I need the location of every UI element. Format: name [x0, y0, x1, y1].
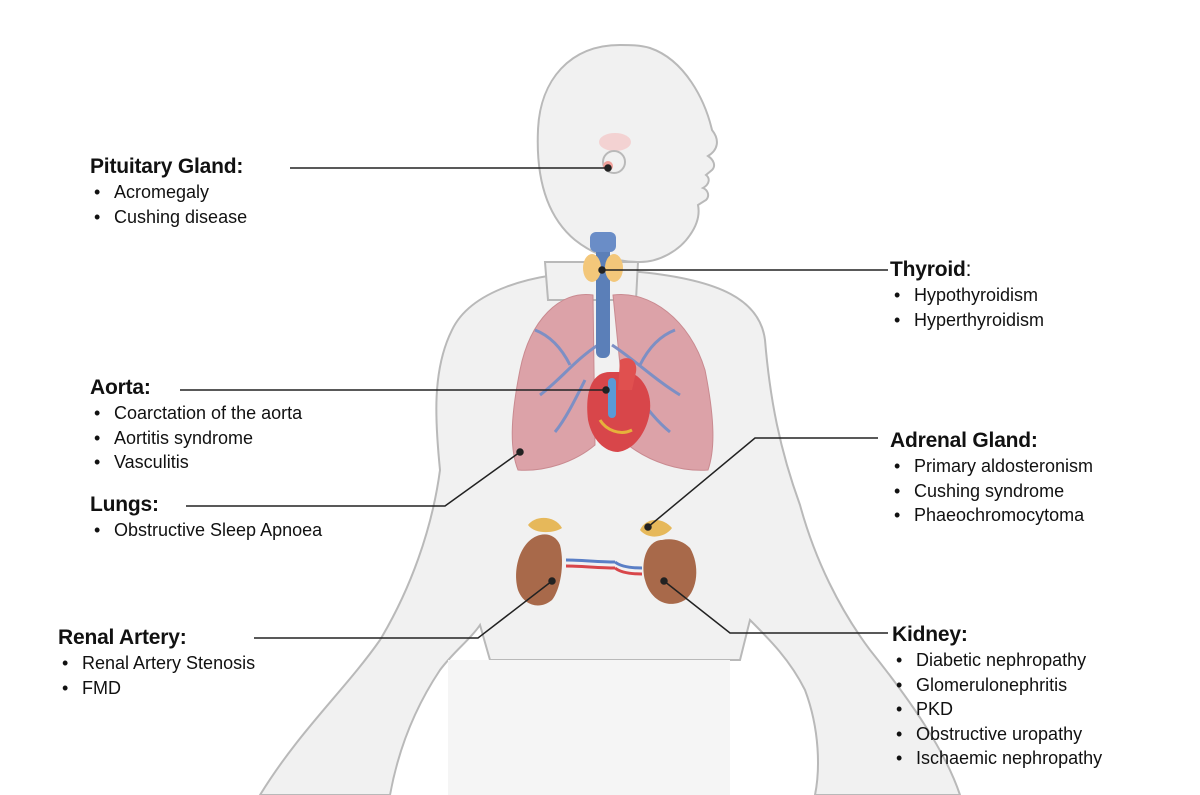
aorta-label: Aorta: Coarctation of the aorta Aortitis… [90, 375, 302, 475]
list-item: Vasculitis [90, 450, 302, 475]
aorta-list: Coarctation of the aorta Aortitis syndro… [90, 401, 302, 475]
leader-renal-artery [254, 580, 553, 639]
kidney-label: Kidney: Diabetic nephropathy Glomerulone… [892, 622, 1102, 771]
thyroid-label: Thyroid: Hypothyroidism Hyperthyroidism [890, 257, 1044, 332]
lungs-title: Lungs: [90, 493, 159, 516]
list-item: Hypothyroidism [890, 283, 1044, 308]
list-item: Obstructive uropathy [892, 722, 1102, 747]
list-item: Diabetic nephropathy [892, 648, 1102, 673]
renal-artery-list: Renal Artery Stenosis FMD [58, 651, 255, 700]
lungs-label: Lungs: Obstructive Sleep Apnoea [90, 492, 322, 543]
list-item: Coarctation of the aorta [90, 401, 302, 426]
pituitary-label: Pituitary Gland: Acromegaly Cushing dise… [90, 154, 247, 229]
list-item: Aortitis syndrome [90, 426, 302, 451]
list-item: Primary aldosteronism [890, 454, 1093, 479]
list-item: PKD [892, 697, 1102, 722]
kidneys-illustration [516, 517, 697, 606]
aorta-title: Aorta: [90, 376, 151, 399]
list-item: Renal Artery Stenosis [58, 651, 255, 676]
leader-renal-artery-dot [548, 577, 556, 585]
list-item: Obstructive Sleep Apnoea [90, 518, 322, 543]
leader-lines [180, 164, 888, 639]
renal-artery-label: Renal Artery: Renal Artery Stenosis FMD [58, 625, 255, 700]
thyroid-colon: : [965, 258, 972, 281]
leader-lungs [186, 451, 521, 507]
kidney-list: Diabetic nephropathy Glomerulonephritis … [892, 648, 1102, 771]
pituitary-title: Pituitary Gland: [90, 155, 244, 178]
kidney-title: Kidney: [892, 623, 968, 646]
pituitary-list: Acromegaly Cushing disease [90, 180, 247, 229]
leader-adrenal-dot [644, 523, 652, 531]
leader-kidney [663, 580, 888, 634]
lungs-list: Obstructive Sleep Apnoea [90, 518, 322, 543]
thyroid-title: Thyroid [890, 258, 966, 281]
adrenal-title: Adrenal Gland: [890, 429, 1038, 452]
thyroid-heading: Thyroid: [890, 257, 1044, 283]
thyroid-illustration [583, 254, 623, 282]
list-item: Hyperthyroidism [890, 308, 1044, 333]
leader-aorta-dot [602, 386, 610, 394]
list-item: Cushing syndrome [890, 479, 1093, 504]
list-item: Cushing disease [90, 205, 247, 230]
list-item: FMD [58, 676, 255, 701]
adrenal-label: Adrenal Gland: Primary aldosteronism Cus… [890, 428, 1093, 528]
list-item: Phaeochromocytoma [890, 503, 1093, 528]
leader-kidney-dot [660, 577, 668, 585]
list-item: Glomerulonephritis [892, 673, 1102, 698]
leader-adrenal [647, 437, 878, 528]
adrenal-list: Primary aldosteronism Cushing syndrome P… [890, 454, 1093, 528]
leader-thyroid-dot [598, 266, 606, 274]
lower-abdomen-panel [448, 660, 730, 795]
list-item: Ischaemic nephropathy [892, 746, 1102, 771]
list-item: Acromegaly [90, 180, 247, 205]
thyroid-list: Hypothyroidism Hyperthyroidism [890, 283, 1044, 332]
leader-pituitary-dot [604, 164, 612, 172]
leader-lungs-dot [516, 448, 524, 456]
renal-artery-title: Renal Artery: [58, 626, 187, 649]
